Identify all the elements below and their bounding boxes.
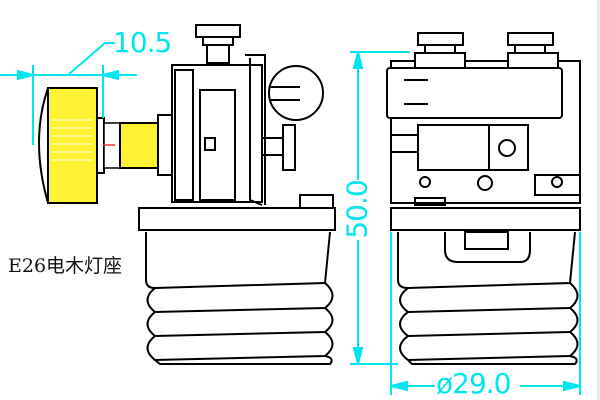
front-view xyxy=(386,32,581,365)
dimension-lines xyxy=(0,42,581,395)
dimension-height: 50.0 xyxy=(340,180,374,239)
side-view xyxy=(38,24,336,365)
thread-body xyxy=(145,231,331,290)
knob xyxy=(47,87,98,204)
base-plate xyxy=(138,207,336,231)
terminal-round xyxy=(268,65,324,121)
knob-cap xyxy=(38,87,49,204)
dimension-knob-offset: 10.5 xyxy=(113,26,172,59)
relay-block xyxy=(386,67,563,119)
shaft xyxy=(119,122,159,169)
switch-body xyxy=(171,64,263,203)
dimension-diameter: ø29.0 xyxy=(436,367,511,400)
screw-head xyxy=(195,24,241,38)
thread-body xyxy=(397,231,576,290)
base-plate xyxy=(390,207,581,231)
product-label: E26电木灯座 xyxy=(8,255,123,277)
